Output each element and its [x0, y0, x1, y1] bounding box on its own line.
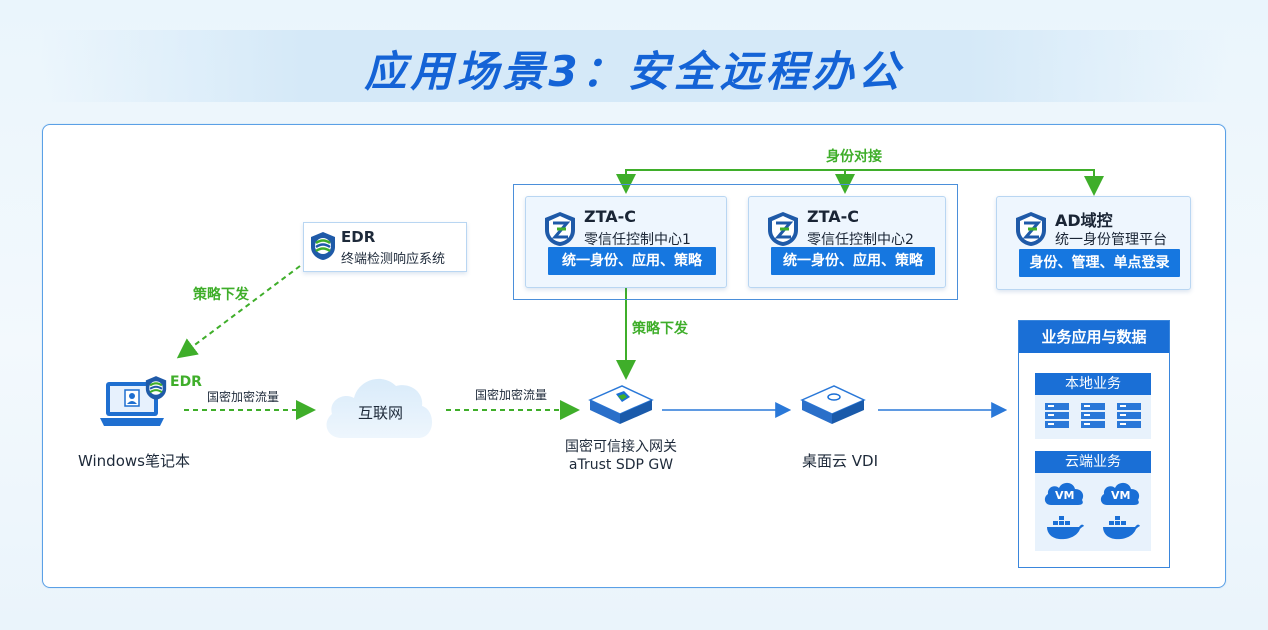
gateway-device-icon: [588, 385, 654, 424]
edr-card: EDR 终端检测响应系统: [303, 222, 467, 272]
traffic-right-label: 国密加密流量: [475, 388, 548, 402]
zta1-card: ZTA-C 零信任控制中心1 统一身份、应用、策略: [525, 196, 727, 288]
zta2-shield-icon: [768, 212, 798, 246]
vm-label-2: VM: [1111, 489, 1131, 502]
vm-label-1: VM: [1055, 489, 1075, 502]
internet-cloud-icon: [326, 378, 433, 438]
gateway-label: 国密可信接入网关 aTrust SDP GW: [556, 438, 686, 474]
edr-shield-icon: [311, 232, 335, 260]
business-title: 业务应用与数据: [1019, 321, 1169, 353]
zta1-shield-icon: [545, 212, 575, 246]
container-whale-icon: [1103, 516, 1140, 540]
business-panel: 业务应用与数据 本地业务 云端业务 VM VM: [1018, 320, 1170, 568]
policy-center-label: 策略下发: [632, 321, 688, 337]
vdi-label: 桌面云 VDI: [802, 452, 879, 470]
laptop-label: Windows笔记本: [78, 452, 190, 470]
cloud-business-box: 云端业务 VM VM: [1035, 451, 1151, 551]
gateway-label-line2: aTrust SDP GW: [568, 457, 674, 473]
server-rack-icon: [1045, 403, 1141, 428]
zta2-bar: 统一身份、应用、策略: [771, 247, 935, 275]
ad-desc: 统一身份管理平台: [1055, 232, 1167, 248]
zta-group: [513, 184, 958, 300]
zta1-bar: 统一身份、应用、策略: [548, 247, 716, 275]
edr-desc: 终端检测响应系统: [341, 252, 446, 267]
laptop-edr-badge: EDR: [170, 374, 202, 390]
container-whale-icon: [1047, 516, 1084, 540]
zta2-name: ZTA-C: [807, 207, 860, 226]
gateway-label-line1: 国密可信接入网关: [565, 439, 677, 455]
local-business-title: 本地业务: [1035, 373, 1151, 395]
page-title: 应用场景3：安全远程办公: [364, 47, 904, 96]
internet-label: 互联网: [358, 404, 404, 422]
policy-line-left: [176, 265, 301, 359]
ad-shield-icon: [1016, 212, 1046, 246]
vdi-device-icon: [800, 385, 866, 424]
zta2-card: ZTA-C 零信任控制中心2 统一身份、应用、策略: [748, 196, 946, 288]
ad-bar: 身份、管理、单点登录: [1019, 249, 1180, 277]
vm-cloud-icon: [1100, 482, 1140, 505]
identity-link-label: 身份对接: [826, 149, 882, 165]
edr-name: EDR: [341, 228, 376, 246]
local-business-box: 本地业务: [1035, 373, 1151, 439]
ad-name: AD域控: [1055, 211, 1113, 230]
policy-left-label: 策略下发: [193, 287, 249, 303]
zta2-desc: 零信任控制中心2: [807, 232, 914, 248]
title-band: [40, 30, 1228, 102]
zta1-desc: 零信任控制中心1: [584, 232, 691, 248]
zta1-name: ZTA-C: [584, 207, 637, 226]
vm-cloud-icon: [1044, 482, 1084, 505]
cloud-business-title: 云端业务: [1035, 451, 1151, 473]
laptop-edr-badge-icon: [145, 376, 167, 400]
ad-card: AD域控 统一身份管理平台 身份、管理、单点登录: [996, 196, 1191, 290]
traffic-left-label: 国密加密流量: [207, 390, 280, 404]
